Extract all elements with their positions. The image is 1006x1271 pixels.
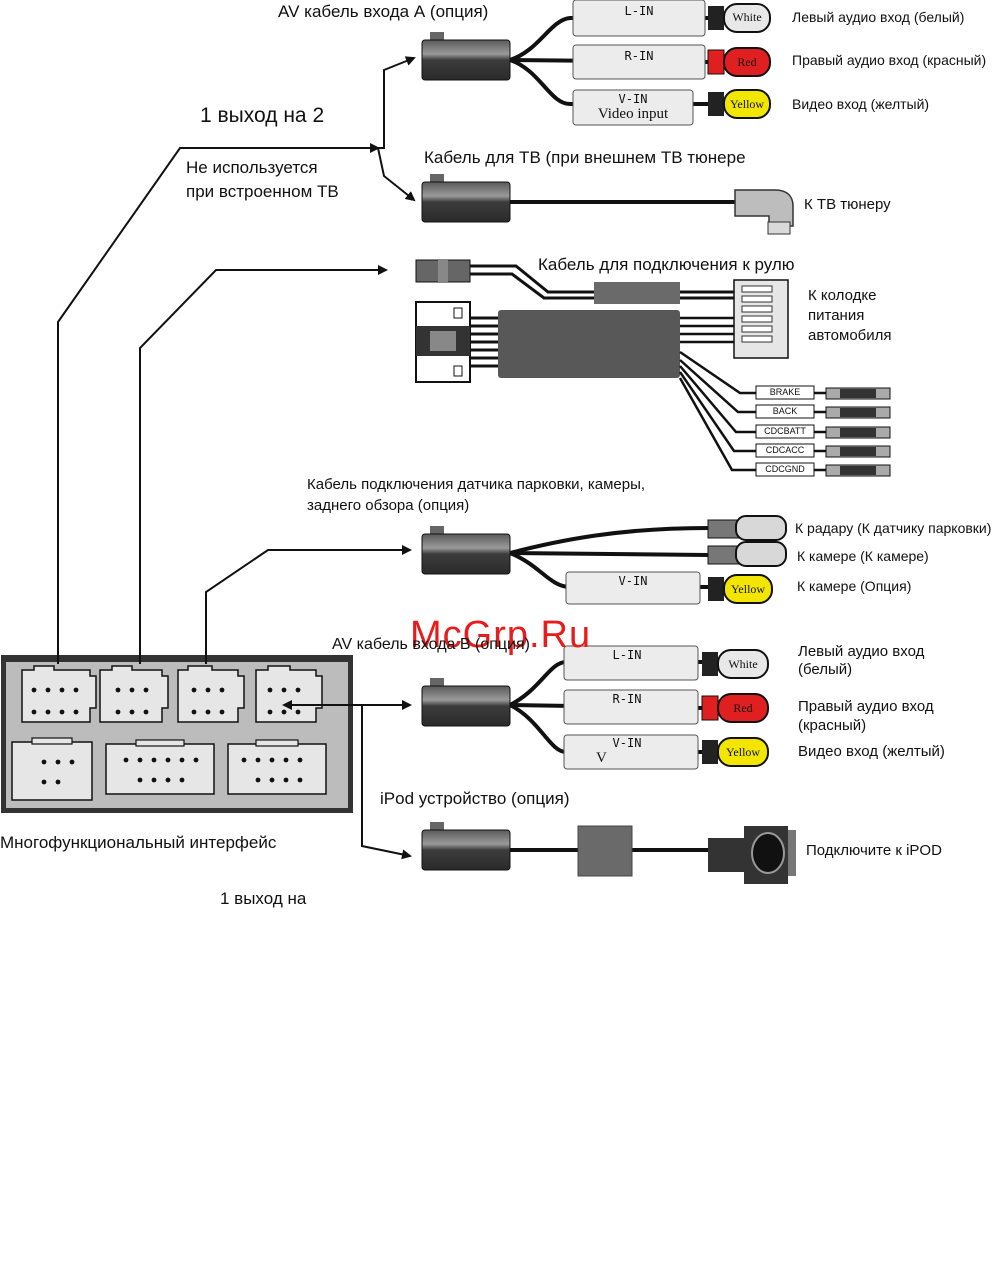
- av-a-rca-plugs: [707, 3, 771, 119]
- connector-5: [11, 737, 93, 801]
- connector-1: [21, 665, 97, 723]
- arrow-to-steering: [139, 265, 388, 664]
- av-b-box-label: L-IN: [612, 648, 642, 662]
- out-1-to-2-label: 1 выход на 2: [200, 104, 325, 127]
- av-b-box-label: V-IN: [612, 736, 642, 750]
- av-a-desc: Левый аудио вход (белый): [792, 9, 965, 25]
- cable-head-av-b: [421, 678, 511, 727]
- arrow-to-parking: [205, 545, 412, 664]
- parking-title-line1: Кабель подключения датчика парковки, кам…: [307, 476, 646, 493]
- connector-6: [105, 739, 215, 795]
- parking-desc: К камере (Опция): [797, 578, 912, 594]
- tv-end-label: К ТВ тюнеру: [804, 196, 891, 213]
- ipod-connector: [708, 826, 796, 884]
- power-harness: [415, 279, 891, 477]
- av-b-title: AV кабель входа В (опция): [332, 636, 530, 653]
- interface-label: Многофункциональный интерфейс: [0, 833, 277, 852]
- wires: [509, 16, 735, 852]
- wire-tag: CDCACC: [765, 445, 805, 455]
- steering-title: Кабель для подключения к рулю: [538, 255, 795, 274]
- cable-head-av-a: [421, 32, 511, 81]
- arrow-to-av-a: [378, 56, 416, 149]
- out-1-bottom-label: 1 выход на: [220, 889, 307, 908]
- parking-desc: К камере (К камере): [797, 548, 929, 564]
- av-a-title: AV кабель входа А (опция): [278, 2, 489, 21]
- parking-title-line2: заднего обзора (опция): [307, 497, 470, 514]
- av-a-label-boxes: [572, 0, 706, 126]
- multifunction-interface-unit: [1, 655, 353, 813]
- av-a-box3-sub: Video input: [597, 106, 669, 122]
- white-plug-label: White: [732, 10, 762, 24]
- wire-tag: BACK: [772, 406, 798, 416]
- parking-plugs: [707, 515, 787, 604]
- connector-4: [255, 665, 323, 723]
- connector-3: [177, 665, 245, 723]
- power-label-line: К колодке: [808, 287, 877, 304]
- cable-head-parking: [421, 526, 511, 575]
- not-used-line2: при встроенном ТВ: [186, 182, 339, 201]
- wire-tag: CDCBATT: [764, 426, 806, 436]
- av-b-desc: Правый аудио вход: [798, 698, 934, 715]
- routing-arrows: [57, 56, 416, 860]
- watermark: McGrp.Ru: [410, 614, 592, 656]
- arrow-to-splitter: [57, 143, 380, 664]
- power-label-line: питания: [808, 307, 865, 324]
- steering-harness: [415, 259, 734, 304]
- wire-tag: CDCGND: [765, 464, 805, 474]
- av-b-desc: Видео вход (желтый): [798, 743, 945, 760]
- yellow-plug-label: Yellow: [730, 582, 766, 596]
- cable-head-tv: [421, 174, 511, 223]
- av-a-box-label: R-IN: [624, 49, 654, 63]
- av-b-box3-sub: V: [596, 750, 607, 766]
- av-a-desc: Видео вход (желтый): [792, 96, 930, 112]
- power-label-line: автомобиля: [808, 327, 892, 344]
- cable-head-ipod: [421, 822, 511, 871]
- parking-box-label: V-IN: [618, 574, 648, 588]
- av-a-box-label: L-IN: [624, 4, 654, 18]
- yellow-plug-label: Yellow: [725, 745, 761, 759]
- not-used-line1: Не используется: [186, 158, 318, 177]
- av-a-box-label: V-IN: [618, 92, 648, 106]
- red-plug-label: Red: [733, 701, 753, 715]
- arrow-to-ipod: [361, 705, 412, 860]
- tv-tuner-connector: [734, 189, 794, 235]
- ipod-title: iPod устройство (опция): [380, 789, 570, 808]
- arrow-to-tv: [377, 147, 416, 202]
- av-b-label-boxes: [563, 645, 699, 770]
- av-b-rca-plugs: [701, 649, 769, 767]
- ipod-box: [577, 825, 633, 877]
- connector-2: [99, 665, 169, 723]
- parking-label-box: [565, 571, 701, 605]
- av-b-desc: (белый): [798, 661, 853, 678]
- av-a-desc: Правый аудио вход (красный): [792, 52, 987, 68]
- red-plug-label: Red: [737, 55, 757, 69]
- av-b-box-label: R-IN: [612, 692, 642, 706]
- wire-tag: BRAKE: [769, 387, 801, 397]
- av-b-desc: (красный): [798, 717, 867, 734]
- connector-7: [227, 739, 327, 795]
- yellow-plug-label: Yellow: [729, 97, 765, 111]
- parking-desc: К радару (К датчику парковки): [795, 520, 992, 536]
- ipod-end-label: Подключите к iPOD: [806, 842, 942, 859]
- av-b-desc: Левый аудио вход: [798, 643, 925, 660]
- tv-title: Кабель для ТВ (при внешнем ТВ тюнере: [424, 148, 746, 167]
- white-plug-label: White: [728, 657, 758, 671]
